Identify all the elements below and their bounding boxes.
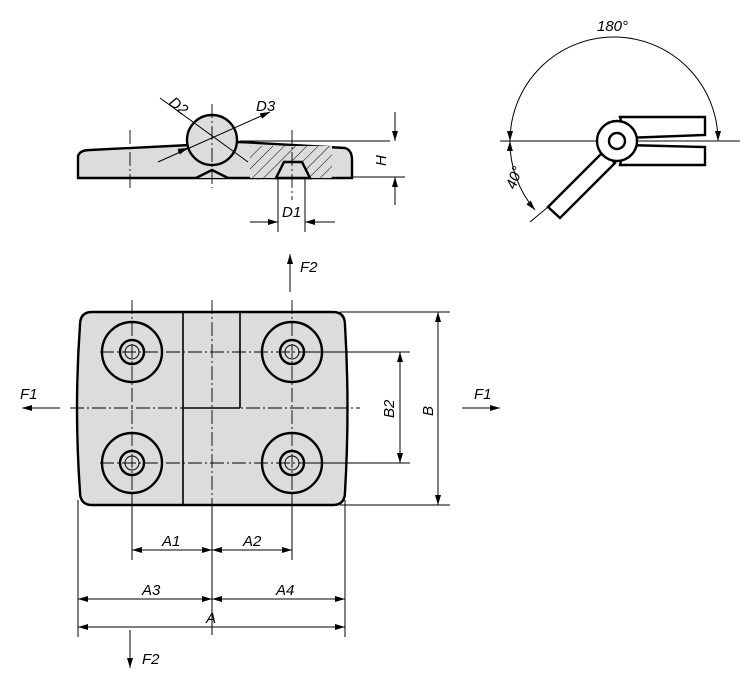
label-B: B [420, 406, 437, 416]
label-F1-left: F1 [20, 386, 38, 403]
label-A4: A4 [275, 582, 294, 599]
top-view: A1 A2 A3 A4 A B B2 F1 F1 F2 F2 [20, 254, 500, 668]
label-D1: D1 [282, 204, 301, 221]
label-B2: B2 [381, 399, 398, 418]
label-F2-bottom: F2 [142, 651, 160, 668]
label-A1: A1 [161, 533, 180, 550]
label-F1-right: F1 [474, 386, 492, 403]
label-H: H [373, 155, 390, 166]
label-A2: A2 [242, 533, 262, 550]
side-view: D2 D3 D1 H [76, 94, 405, 232]
label-A: A [205, 610, 216, 627]
label-A3: A3 [141, 582, 161, 599]
label-D3: D3 [256, 98, 276, 115]
label-D2: D2 [166, 94, 192, 120]
label-180: 180° [597, 18, 628, 35]
label-40: 40° [503, 164, 527, 191]
label-F2-top: F2 [300, 259, 318, 276]
rotation-view: 180° 40° [500, 18, 740, 223]
